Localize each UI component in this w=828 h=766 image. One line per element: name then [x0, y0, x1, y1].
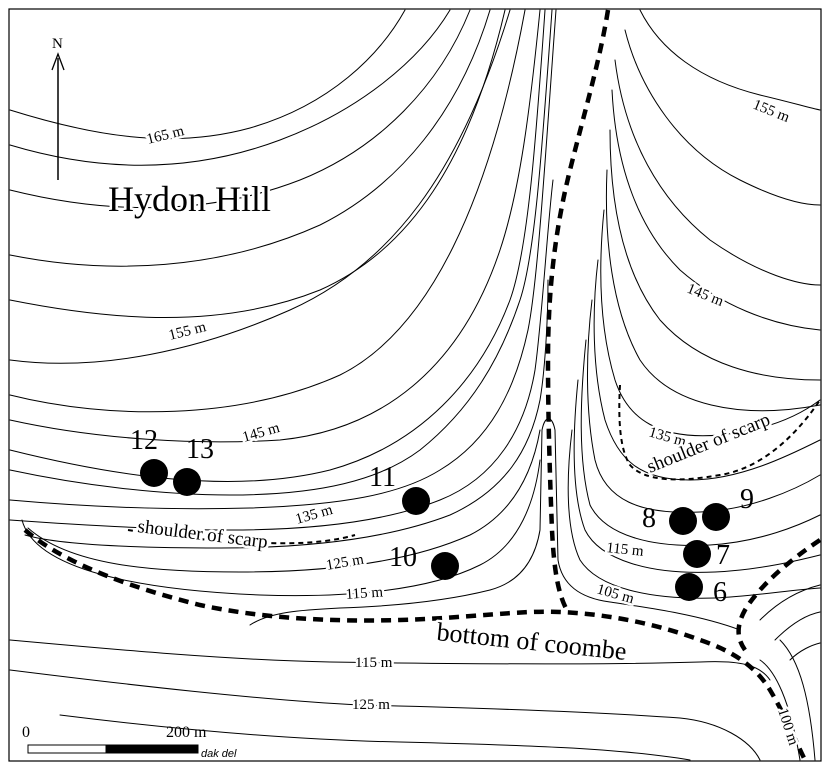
coombe-north-line: [545, 9, 611, 614]
site-6-label: 6: [713, 577, 727, 608]
scale-bar: 0 200 m dak del: [22, 724, 237, 760]
site-9-marker: [702, 503, 730, 531]
shoulder-of-scarp-left-line: [127, 529, 356, 545]
contours-east: [567, 9, 821, 599]
north-arrow: N: [51, 36, 65, 180]
site-6-marker: [675, 573, 703, 601]
north-label: N: [52, 36, 63, 52]
contours-west: [9, 9, 741, 631]
site-13-label: 13: [186, 434, 214, 465]
contours-south: [9, 639, 816, 761]
site-markers: [140, 459, 730, 601]
scale-zero-label: 0: [22, 724, 30, 741]
site-9-label: 9: [740, 484, 754, 515]
site-7-marker: [683, 540, 711, 568]
site-8-marker: [669, 507, 697, 535]
contour-label-115-south: 115 m: [355, 655, 393, 671]
contour-label-125-south: 125 m: [352, 697, 390, 713]
site-10-label: 10: [389, 542, 417, 573]
site-11-label: 11: [369, 462, 396, 493]
scale-length-label: 200 m: [166, 724, 207, 741]
site-7-label: 7: [716, 540, 730, 571]
site-12-label: 12: [130, 425, 158, 456]
site-13-marker: [173, 468, 201, 496]
site-11-marker: [402, 487, 430, 515]
contours-southeast: [759, 584, 821, 661]
site-12-marker: [140, 459, 168, 487]
contour-label-115-west: 115 m: [345, 584, 384, 603]
shoulder-of-scarp-right-line: [618, 384, 821, 481]
site-8-label: 8: [642, 503, 656, 534]
site-10-marker: [431, 552, 459, 580]
map-title: Hydon Hill: [108, 179, 271, 219]
site-numbers: 12 13 11 10 8 9 7 6: [130, 425, 754, 608]
coombe-lines: [23, 9, 822, 762]
coombe-bottom-line: [23, 528, 808, 762]
credit-text: dak del: [201, 748, 237, 760]
